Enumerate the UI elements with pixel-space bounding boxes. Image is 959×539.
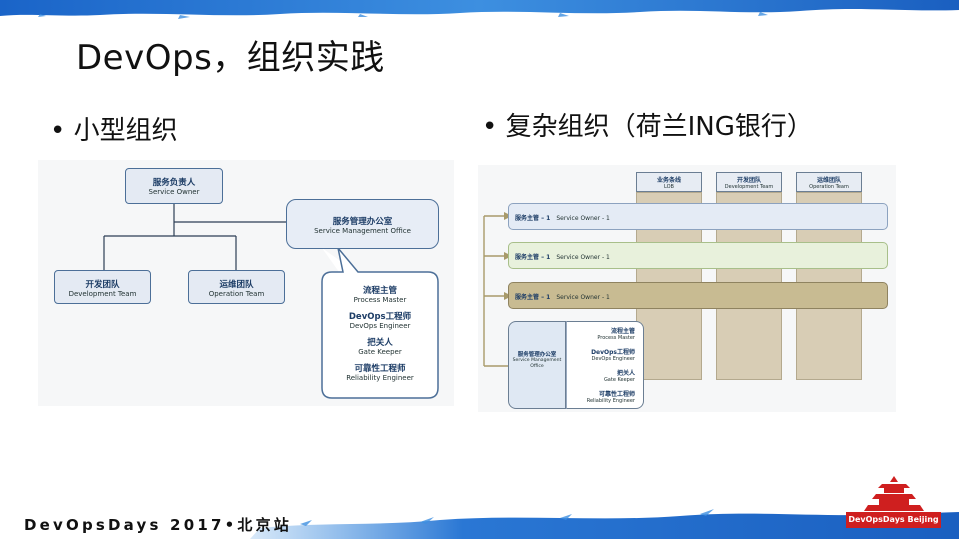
- ing-lane-2-en: Service Owner - 1: [556, 254, 610, 261]
- service-owner-node: 服务负责人 Service Owner: [125, 168, 223, 204]
- ing-col-lob-en: LOB: [664, 184, 674, 190]
- ing-lane-1-label: 服务主管 – 1 Service Owner - 1: [515, 213, 610, 222]
- ing-role-reliability-engineer-en: Reliability Engineer: [586, 398, 635, 404]
- ing-role-devops-engineer: DevOps工程师 DevOps Engineer: [591, 347, 635, 362]
- ing-arrows: [483, 212, 512, 367]
- service-owner-en: Service Owner: [148, 188, 200, 196]
- ing-smo-roles: 流程主管 Process Master DevOps工程师 DevOps Eng…: [566, 321, 644, 409]
- slide-title: DevOps，组织实践: [76, 38, 385, 78]
- ing-lane-1: 服务主管 – 1 Service Owner - 1: [508, 203, 888, 230]
- dev-team-node: 开发团队 Development Team: [54, 270, 151, 304]
- service-owner-cn: 服务负责人: [152, 178, 196, 188]
- ing-role-process-master-cn: 流程主管: [610, 328, 635, 335]
- dev-team-cn: 开发团队: [85, 280, 120, 290]
- ing-col-header-dev: 开发团队 Development Team: [716, 172, 782, 192]
- role-devops-engineer-en: DevOps Engineer: [349, 322, 411, 330]
- ing-role-reliability-engineer: 可靠性工程师 Reliability Engineer: [587, 389, 635, 404]
- ing-smo-cn: 服务管理办公室: [517, 352, 557, 358]
- roles-callout: 流程主管 Process Master DevOps工程师 DevOps Eng…: [321, 272, 439, 398]
- devopsdays-beijing-logo: DevOpsDays Beijing: [846, 512, 941, 528]
- ing-col-header-lob: 业务条线 LOB: [636, 172, 702, 192]
- ing-smo-en: Service Management Office: [512, 358, 562, 369]
- ops-team-en: Operation Team: [208, 290, 265, 298]
- role-gate-keeper: 把关人 Gate Keeper: [321, 336, 439, 356]
- bullet-small-org-text: 小型组织: [73, 116, 178, 146]
- ing-col-ops-en: Operation Team: [809, 184, 849, 190]
- ing-role-gate-keeper-en: Gate Keeper: [603, 377, 635, 383]
- role-gate-keeper-cn: 把关人: [367, 338, 393, 348]
- small-org-connectors: [103, 204, 439, 399]
- smo-node: 服务管理办公室 Service Management Office: [286, 199, 439, 249]
- ing-role-gate-keeper: 把关人 Gate Keeper: [604, 368, 635, 383]
- role-process-master: 流程主管 Process Master: [321, 284, 439, 304]
- footer-event-name: DevOpsDays 2017•北京站: [24, 516, 292, 534]
- ing-role-process-master: 流程主管 Process Master: [597, 326, 635, 341]
- ing-role-reliability-engineer-cn: 可靠性工程师: [598, 391, 635, 398]
- role-reliability-engineer: 可靠性工程师 Reliability Engineer: [321, 362, 439, 382]
- smo-en: Service Management Office: [314, 227, 411, 235]
- bullet-small-org: • 小型组织: [50, 116, 178, 146]
- role-process-master-cn: 流程主管: [362, 286, 397, 296]
- bullet-complex-org: • 复杂组织（荷兰ING银行）: [482, 112, 813, 142]
- smo-cn: 服务管理办公室: [332, 217, 393, 227]
- devopsdays-beijing-tower-icon: [864, 476, 924, 511]
- ing-smo-box: 服务管理办公室 Service Management Office: [508, 321, 566, 409]
- role-devops-engineer: DevOps工程师 DevOps Engineer: [321, 310, 439, 330]
- dev-team-en: Development Team: [68, 290, 137, 298]
- role-devops-engineer-cn: DevOps工程师: [348, 312, 412, 322]
- role-gate-keeper-en: Gate Keeper: [358, 348, 402, 356]
- ing-col-header-ops: 运维团队 Operation Team: [796, 172, 862, 192]
- ing-lane-3: 服务主管 – 1 Service Owner - 1: [508, 282, 888, 309]
- role-reliability-engineer-en: Reliability Engineer: [346, 374, 414, 382]
- ing-lane-3-en: Service Owner - 1: [556, 294, 610, 301]
- ing-lane-1-cn: 服务主管 – 1: [515, 215, 551, 222]
- ing-role-process-master-en: Process Master: [597, 335, 635, 341]
- ing-lane-2-label: 服务主管 – 1 Service Owner - 1: [515, 252, 610, 261]
- bullet-complex-org-text: 复杂组织（荷兰ING银行）: [505, 112, 813, 142]
- role-process-master-en: Process Master: [353, 296, 407, 304]
- ing-col-ops-cn: 运维团队: [816, 177, 841, 184]
- top-brush-band: [0, 0, 959, 19]
- ing-col-lob-cn: 业务条线: [656, 177, 681, 184]
- ing-lane-3-label: 服务主管 – 1 Service Owner - 1: [515, 292, 610, 301]
- small-org-diagram: 服务负责人 Service Owner 服务管理办公室 Service Mana…: [38, 160, 454, 406]
- ing-role-devops-engineer-en: DevOps Engineer: [591, 356, 635, 362]
- ing-lane-2-cn: 服务主管 – 1: [515, 254, 551, 261]
- ing-lane-2: 服务主管 – 1 Service Owner - 1: [508, 242, 888, 269]
- bottom-brush-band: [250, 509, 959, 539]
- ing-role-gate-keeper-cn: 把关人: [616, 370, 635, 377]
- role-reliability-engineer-cn: 可靠性工程师: [354, 364, 406, 374]
- ing-lane-1-en: Service Owner - 1: [556, 215, 610, 222]
- ops-team-cn: 运维团队: [219, 280, 254, 290]
- ing-lane-3-cn: 服务主管 – 1: [515, 294, 551, 301]
- ing-col-dev-en: Development Team: [724, 184, 774, 190]
- ops-team-node: 运维团队 Operation Team: [188, 270, 285, 304]
- ing-role-devops-engineer-cn: DevOps工程师: [591, 349, 635, 356]
- ing-col-dev-cn: 开发团队: [736, 177, 761, 184]
